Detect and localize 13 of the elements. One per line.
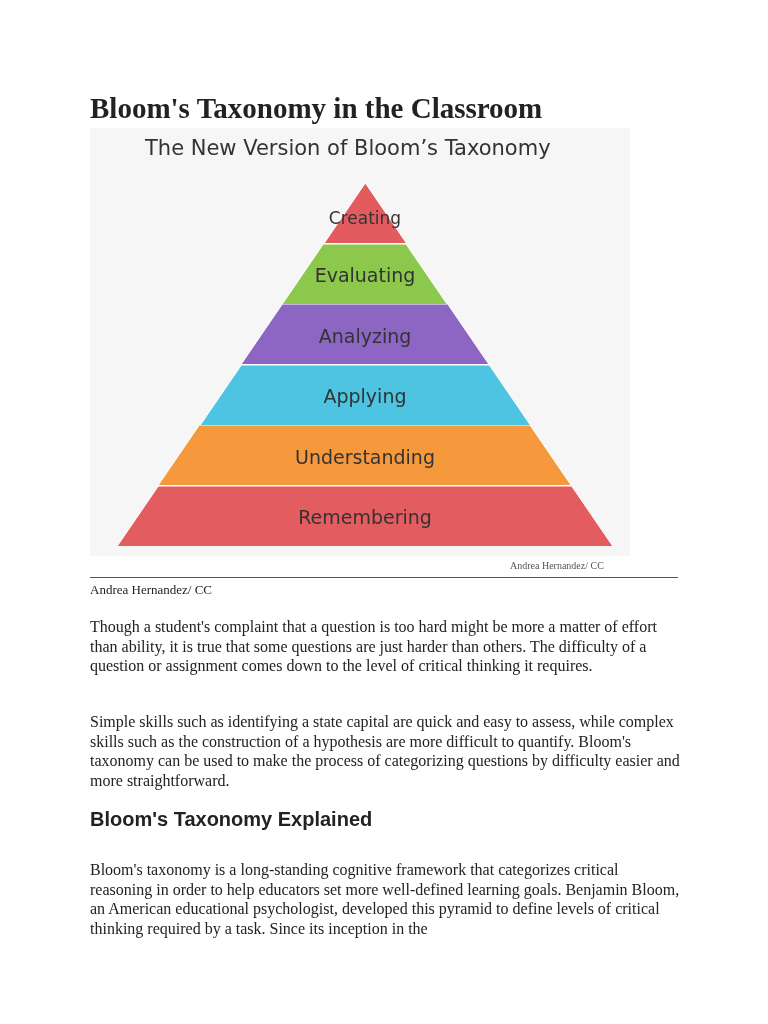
paragraph: Bloom's taxonomy is a long-standing cognitive framework that categorizes critical reasoning in order to help educators set more well-defined learning goals. Benjamin Bloom, an American educational psychologist, developed this pyramid to define levels of critical thinking required by a task. Since its inception in the <box>90 860 680 938</box>
image-credit: Andrea Hernandez/ CC <box>510 560 604 571</box>
figure-title: The New Version of Bloom’s Taxonomy <box>145 136 551 160</box>
level-label: Analyzing <box>318 324 412 347</box>
level-label: Remembering <box>298 506 432 528</box>
level-label: Evaluating <box>314 264 416 286</box>
paragraph: Simple skills such as identifying a state capital are quick and easy to assess, while complex skills such as the construction of a hypothesis are more difficult to quantify. Bloom's taxonomy can be used to make the process of categorizing questions by difficulty easier and more straightforward. <box>90 712 680 790</box>
image-caption: Andrea Hernandez/ CC <box>90 582 212 598</box>
level-label: Applying <box>323 385 407 407</box>
paragraph: Though a student's complaint that a question is too hard might be more a matter of effort than ability, it is true that some questions are just harder than others. The difficulty of a question or assignment comes down to the level of critical thinking it requires. <box>90 617 658 676</box>
section-heading: Bloom's Taxonomy Explained <box>90 808 373 831</box>
page-title: Bloom's Taxonomy in the Classroom <box>90 92 543 125</box>
level-label: Understanding <box>295 445 435 468</box>
